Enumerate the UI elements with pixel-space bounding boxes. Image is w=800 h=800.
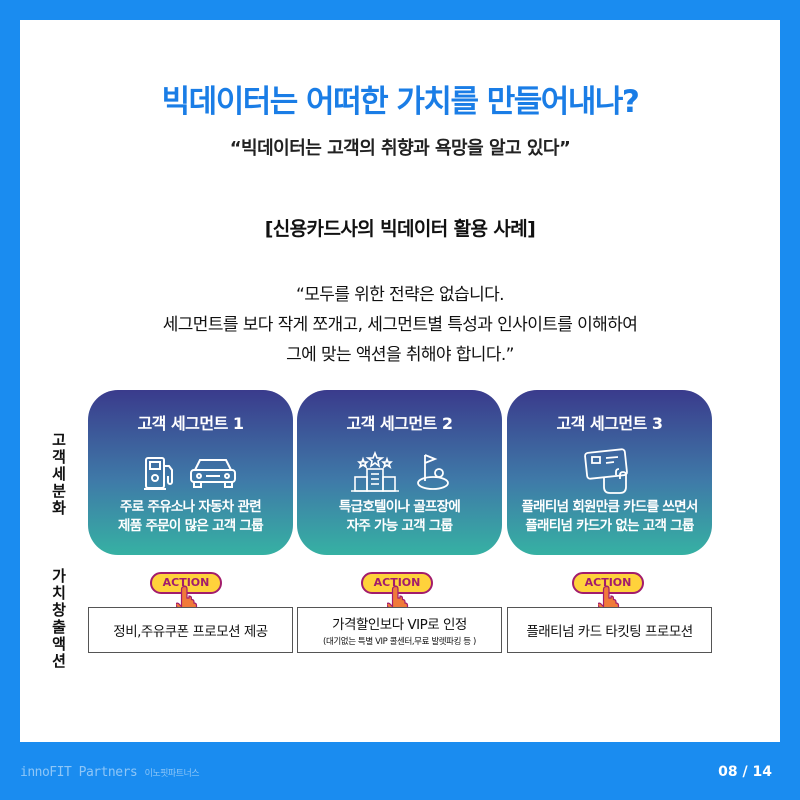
quote-line: “모두를 위한 전략은 없습니다.	[296, 285, 505, 305]
strategy-quote: “모두를 위한 전략은 없습니다. 세그먼트를 보다 작게 쪼개고, 세그먼트별…	[20, 280, 780, 370]
segment-description: 주로 주유소나 자동차 관련 제품 주문이 많은 고객 그룹	[94, 498, 287, 536]
segment-desc-line: 플래티넘 카드가 없는 고객 그룹	[525, 518, 694, 534]
segment-desc-line: 플래티넘 회원만큼 카드를 쓰면서	[521, 499, 698, 515]
side-label-value-creation: 가치창출액션	[52, 567, 66, 670]
quote-line: 그에 맞는 액션을 취해야 합니다.”	[286, 345, 514, 365]
brand-name-korean: 이노핏파트너스	[144, 769, 200, 779]
segment-description: 특급호텔이나 골프장에 자주 가능 고객 그룹	[303, 498, 496, 536]
action-text: 가격할인보다 VIP로 인정	[332, 617, 467, 633]
action-box-2: 가격할인보다 VIP로 인정 (대기없는 특별 VIP 콜센터,무료 발렛파킹 …	[297, 607, 502, 653]
gas-station-icon	[143, 457, 173, 490]
action-text: 플래티넘 카드 타킷팅 프로모션	[526, 624, 693, 640]
action-subtext: (대기없는 특별 VIP 콜센터,무료 발렛파킹 등 )	[323, 637, 476, 647]
side-label-segmentation: 고객세분화	[52, 431, 66, 517]
segment-title: 고객 세그먼트 3	[556, 414, 663, 433]
car-icon	[189, 459, 236, 488]
segment-card-2: 고객 세그먼트 2 특급호텔이나 골프장에	[297, 390, 502, 555]
action-box-1: 정비,주유쿠폰 프로모션 제공	[88, 607, 293, 653]
page-title: 빅데이터는 어떠한 가치를 만들어내나?	[161, 84, 640, 120]
segment-title: 고객 세그먼트 2	[346, 414, 453, 433]
content-panel: 빅데이터는 어떠한 가치를 만들어내나? “빅데이터는 고객의 취향과 욕망을 …	[20, 20, 780, 742]
segment-desc-line: 주로 주유소나 자동차 관련	[120, 499, 262, 515]
segment-desc-line: 자주 가능 고객 그룹	[346, 518, 453, 534]
hotel-icon	[350, 451, 399, 492]
segment-desc-line: 제품 주문이 많은 고객 그룹	[118, 518, 264, 534]
section-title: [신용카드사의 빅데이터 활용 사례]	[264, 218, 536, 240]
segment-description: 플래티넘 회원만큼 카드를 쓰면서 플래티넘 카드가 없는 고객 그룹	[513, 498, 706, 536]
quote-line: 세그먼트를 보다 작게 쪼개고, 세그먼트별 특성과 인사이트를 이해하여	[162, 315, 638, 335]
action-box-3: 플래티넘 카드 타킷팅 프로모션	[507, 607, 712, 653]
golf-icon	[416, 454, 449, 490]
segment-card-1: 고객 세그먼트 1 주로 주유소나 자동차 관련 제품 주문이 많은 고객	[88, 390, 293, 555]
credit-card-hand-icon	[583, 448, 628, 494]
page-subtitle: “빅데이터는 고객의 취향과 욕망을 알고 있다”	[229, 138, 571, 159]
page-number: 08 / 14	[718, 764, 772, 780]
segment-card-3: 고객 세그먼트 3 플래티넘 회원만큼 카드를 쓰면서 플래티넘 카드가 없는 …	[507, 390, 712, 555]
segment-title: 고객 세그먼트 1	[137, 414, 244, 433]
footer-brand: innoFIT Partners 이노핏파트너스	[20, 765, 200, 780]
segment-desc-line: 특급호텔이나 골프장에	[338, 499, 461, 515]
brand-name: innoFIT Partners	[20, 765, 138, 780]
action-text: 정비,주유쿠폰 프로모션 제공	[113, 624, 268, 640]
